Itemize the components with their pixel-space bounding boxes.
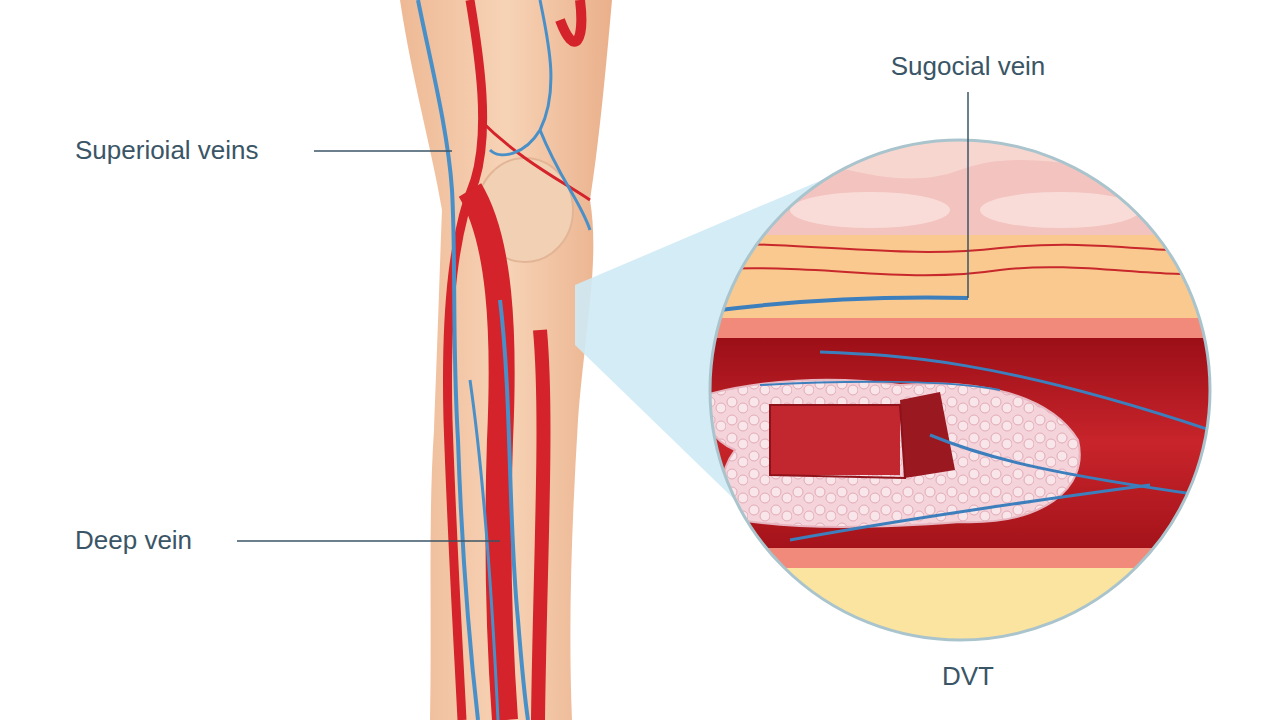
part-label: Superioial veins bbox=[75, 135, 259, 166]
part-label: Deep vein bbox=[75, 525, 192, 556]
leader-line bbox=[314, 150, 452, 152]
caption-label: DVT bbox=[942, 661, 994, 692]
leader-line bbox=[967, 92, 969, 298]
leader-line bbox=[237, 540, 500, 542]
part-label: Sugocial vein bbox=[891, 51, 1046, 82]
